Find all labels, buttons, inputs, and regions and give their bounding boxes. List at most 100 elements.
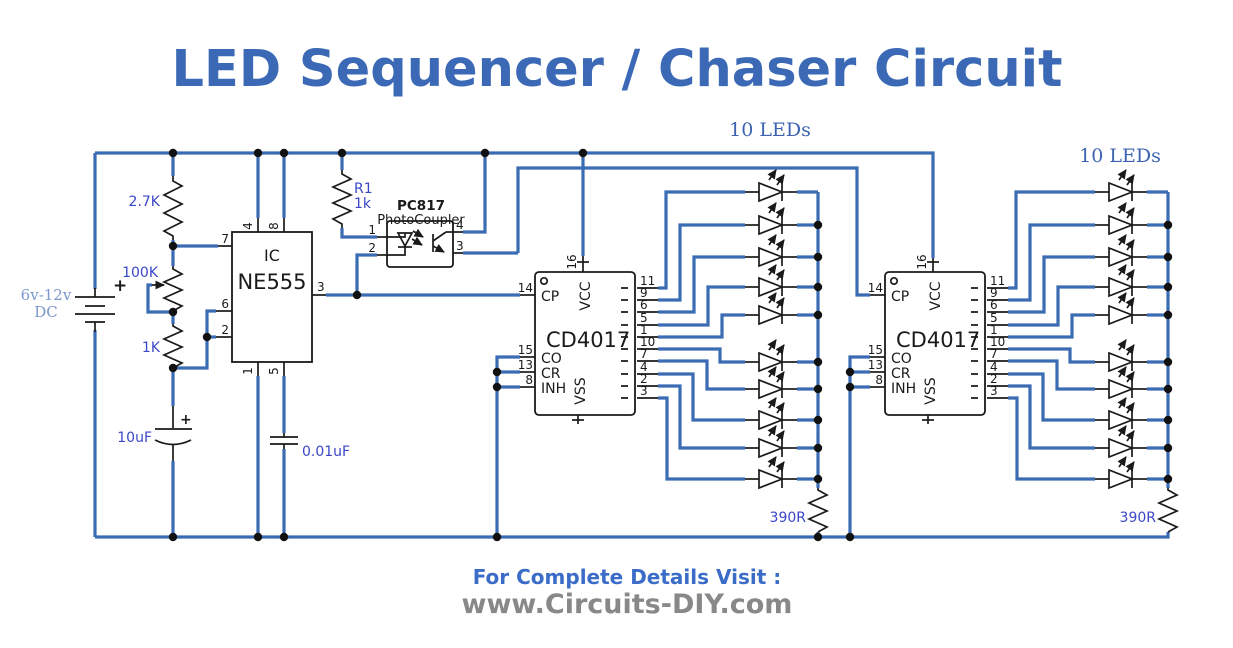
ne555-name: NE555	[237, 270, 306, 294]
potentiometer-100k-label: 100K	[122, 265, 159, 281]
svg-text:7: 7	[990, 347, 998, 361]
battery: + 6v-12v DC	[21, 276, 127, 332]
cd4017-2-port-vss: VSS	[923, 377, 939, 404]
svg-text:9: 9	[640, 286, 648, 300]
battery-dc-label: DC	[34, 303, 58, 321]
resistor-r1-name: R1	[354, 181, 373, 197]
resistor-r1-value: 1k	[354, 196, 372, 212]
pc817-pin1-number: 1	[368, 223, 376, 237]
cd4017-2-port-inh: INH	[891, 381, 916, 397]
cd4017-1-pin13: 13	[518, 358, 533, 372]
footer-website-url: www.Circuits-DIY.com	[462, 589, 793, 620]
svg-text:9: 9	[990, 286, 998, 300]
capacitor-0point01uf-label: 0.01uF	[302, 444, 350, 460]
svg-text:1: 1	[640, 323, 648, 337]
svg-text:5: 5	[640, 311, 648, 325]
page-title: LED Sequencer / Chaser Circuit	[171, 40, 1062, 99]
resistor-2point7k-label: 2.7K	[129, 194, 161, 210]
svg-text:10: 10	[990, 335, 1005, 349]
pc817-pin2-number: 2	[368, 241, 376, 255]
svg-text:1: 1	[990, 323, 998, 337]
cd4017-2-port-cp: CP	[891, 289, 909, 305]
resistor-r1: R1 1k	[330, 170, 373, 228]
ne555-pin1-number: 1	[241, 367, 255, 375]
cd4017-1-pin14: 14	[518, 281, 533, 295]
ne555-pin7-number: 7	[221, 232, 229, 246]
cd4017-1-pin8: 8	[525, 373, 533, 387]
ne555-pin2-number: 2	[221, 323, 229, 337]
footer-visit-text: For Complete Details Visit :	[473, 565, 782, 589]
pc817-name: PC817	[397, 198, 445, 214]
cd4017-1-output-pin-numbers: 11 9 6 5 1 10 7 4 2 3	[640, 274, 655, 398]
cd4017-2-output-pin-numbers: 11 9 6 5 1 10 7 4 2 3	[990, 274, 1005, 398]
led-array-1-label: 10 LEDs	[729, 119, 811, 141]
potentiometer-100k: 100K	[122, 265, 185, 312]
svg-text:3: 3	[990, 384, 998, 398]
cd4017-1-port-cp: CP	[541, 289, 559, 305]
resistor-390r-1-label: 390R	[770, 510, 807, 526]
pc817-optocoupler: PC817 PhotoCoupler 1 2 4 3	[368, 198, 465, 268]
cd4017-1-port-vss: VSS	[573, 377, 589, 404]
svg-text:2: 2	[990, 372, 998, 386]
cd4017-2-name: CD4017	[896, 328, 980, 352]
cd4017-1-pin15: 15	[518, 343, 533, 357]
svg-text:10: 10	[640, 335, 655, 349]
svg-text:11: 11	[990, 274, 1005, 288]
pc817-pin3-number: 3	[456, 239, 464, 253]
svg-text:6: 6	[990, 298, 998, 312]
cd4017-2-wires	[848, 190, 1170, 537]
cd4017-2-port-cr: CR	[891, 366, 911, 382]
junction-dots	[168, 148, 1173, 542]
svg-text:6: 6	[640, 298, 648, 312]
ne555-pin3-number: 3	[317, 280, 325, 294]
cd4017-ic-1: CD4017 CP CO CR INH VCC VSS 14 15 13 8 1…	[518, 254, 658, 424]
cd4017-1-port-inh: INH	[541, 381, 566, 397]
battery-plus-sign: +	[113, 276, 127, 296]
ne555-ic: IC NE555 7 6 2 3 4 8 1 5	[216, 218, 326, 376]
ne555-pin6-number: 6	[221, 297, 229, 311]
cd4017-1-port-vcc: VCC	[578, 281, 594, 310]
pc817-subtitle: PhotoCoupler	[377, 213, 465, 228]
cd4017-2-pin16: 16	[915, 254, 929, 269]
cd4017-1-port-cr: CR	[541, 366, 561, 382]
resistor-1k-label: 1K	[142, 340, 161, 356]
cd4017-1-port-co: CO	[541, 351, 562, 367]
battery-voltage-label: 6v-12v	[21, 286, 72, 304]
svg-text:11: 11	[640, 274, 655, 288]
ne555-ic-label: IC	[264, 246, 280, 265]
pc817-pin4-number: 4	[456, 218, 464, 232]
svg-text:5: 5	[990, 311, 998, 325]
cd4017-2-pin8: 8	[875, 373, 883, 387]
cd4017-2-pin15: 15	[868, 343, 883, 357]
led-array-1: 10 LEDs	[729, 119, 811, 488]
resistor-390r-2-label: 390R	[1120, 510, 1157, 526]
ne555-pin8-number: 8	[267, 222, 281, 230]
led-array-2: 10 LEDs	[1079, 145, 1161, 488]
resistor-2point7k: 2.7K	[129, 176, 184, 240]
led-array-2-label: 10 LEDs	[1079, 145, 1161, 167]
cd4017-2-pin14: 14	[868, 281, 883, 295]
cd4017-2-port-vcc: VCC	[928, 281, 944, 310]
cd4017-ic-2: CD4017 CP CO CR INH VCC VSS 14 15 13 8 1…	[868, 254, 1008, 424]
ne555-pin4-number: 4	[241, 222, 255, 230]
svg-text:3: 3	[640, 384, 648, 398]
capacitor-10uf-label: 10uF	[117, 430, 152, 446]
power-rails	[95, 151, 1170, 539]
resistor-1k: 1K	[142, 324, 185, 369]
resistor-390r-2: 390R	[1120, 488, 1180, 533]
cd4017-1-wires	[495, 153, 820, 537]
svg-text:4: 4	[640, 360, 648, 374]
capacitor-10uf-polarity: +	[180, 412, 192, 428]
cd4017-2-port-co: CO	[891, 351, 912, 367]
svg-text:4: 4	[990, 360, 998, 374]
svg-text:2: 2	[640, 372, 648, 386]
capacitor-10uf: + 10uF	[117, 406, 192, 461]
cd4017-2-pin13: 13	[868, 358, 883, 372]
capacitor-0point01uf: 0.01uF	[270, 433, 350, 460]
ne555-pin5-number: 5	[267, 367, 281, 375]
resistor-390r-1: 390R	[770, 488, 830, 533]
svg-text:7: 7	[640, 347, 648, 361]
cd4017-1-name: CD4017	[546, 328, 630, 352]
